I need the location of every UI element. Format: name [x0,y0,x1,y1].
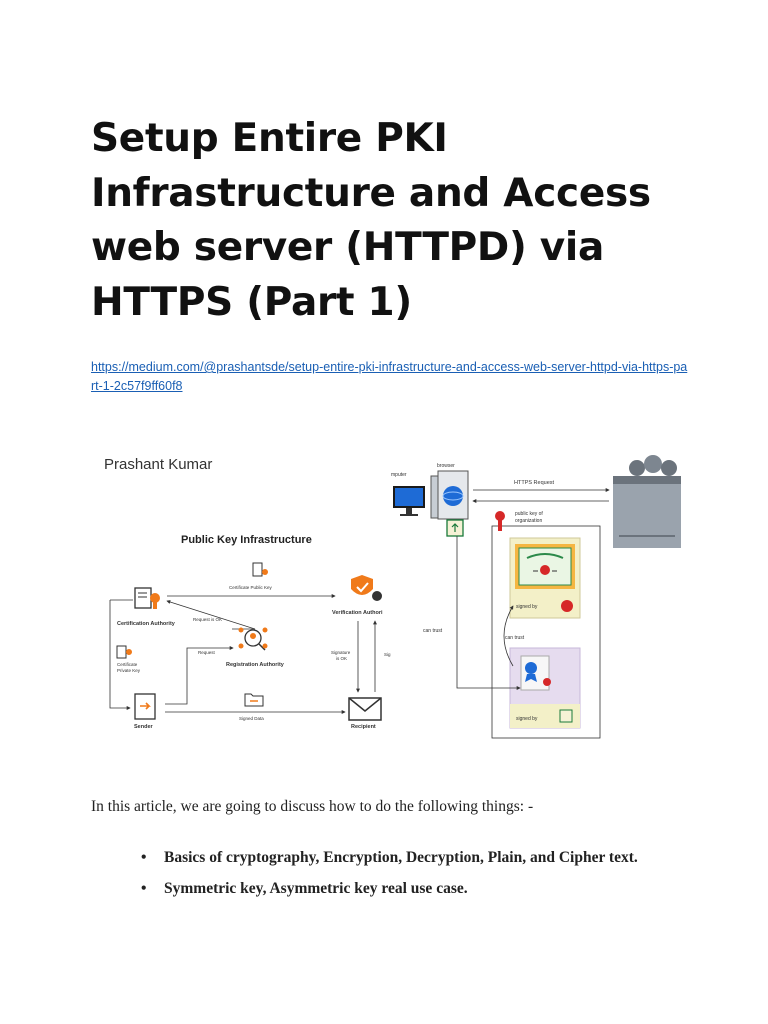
sender-icon [134,693,156,720]
certification-authority-icon [134,587,160,609]
can-trust-label-1: can trust [423,628,443,634]
public-key-label-2: organization [515,518,542,524]
cert-key-icon [252,562,268,577]
https-request-label: HTTPS Request [514,480,555,486]
pki-title: Public Key Infrastructure [181,534,312,546]
signature-ok-label-1: Signature [331,650,351,655]
signed-data-label: Signed Data [239,716,264,721]
sender-label: Sender [134,724,154,730]
ra-label: Registration Authority [226,662,285,668]
signed-by-cert-icon-2 [559,709,573,723]
browser-label: browser [437,463,455,469]
article-link[interactable]: https://medium.com/@prashantsde/setup-en… [91,360,688,393]
computer-label: mputer [391,472,407,478]
folder-icon [244,693,264,707]
sig-label: Sig [384,652,391,657]
computer-icon [393,486,425,516]
request-ok-label: Request is OK [193,617,222,622]
recipient-label: Recipient [351,724,376,730]
signed-by-label-1: signed by [516,604,538,610]
list-item: Symmetric key, Asymmetric key real use c… [141,874,701,905]
signature-ok-label-2: is OK [336,656,347,661]
verification-authority-icon [351,575,382,601]
ca-label: Certification Authority [117,621,176,627]
signed-by-label-2: signed by [516,716,538,722]
intro-paragraph: In this article, we are going to discuss… [91,797,534,815]
certificate-chain-box [491,525,601,739]
can-trust-label-2: can trust [505,635,525,641]
cert-public-key-label: Certificate Public Key [229,585,273,590]
author-name: Prashant Kumar [104,456,212,473]
list-item: Basics of cryptography, Encryption, Decr… [141,843,701,874]
cert-private-key-icon [116,645,132,659]
browser-cert-icon [446,519,464,537]
server-icon [613,455,681,548]
recipient-envelope-icon [348,697,382,721]
key-icon [495,511,505,531]
va-label: Verification Authori [332,610,383,616]
cert-private-key-label-2: Private Key [117,668,141,673]
public-key-label-1: public key of [515,511,543,517]
browser-icon [430,470,469,520]
signed-by-seal-icon-1 [561,600,573,612]
request-label: Request [198,650,216,655]
registration-authority-icon [238,627,268,651]
page-title: Setup Entire PKI Infrastructure and Acce… [91,116,651,325]
pki-diagram-figure: Prashant Kumar Public Key Infrastructure… [95,446,681,742]
cert-private-key-label-1: Certificate [117,662,138,667]
topic-list: Basics of cryptography, Encryption, Decr… [141,843,701,904]
